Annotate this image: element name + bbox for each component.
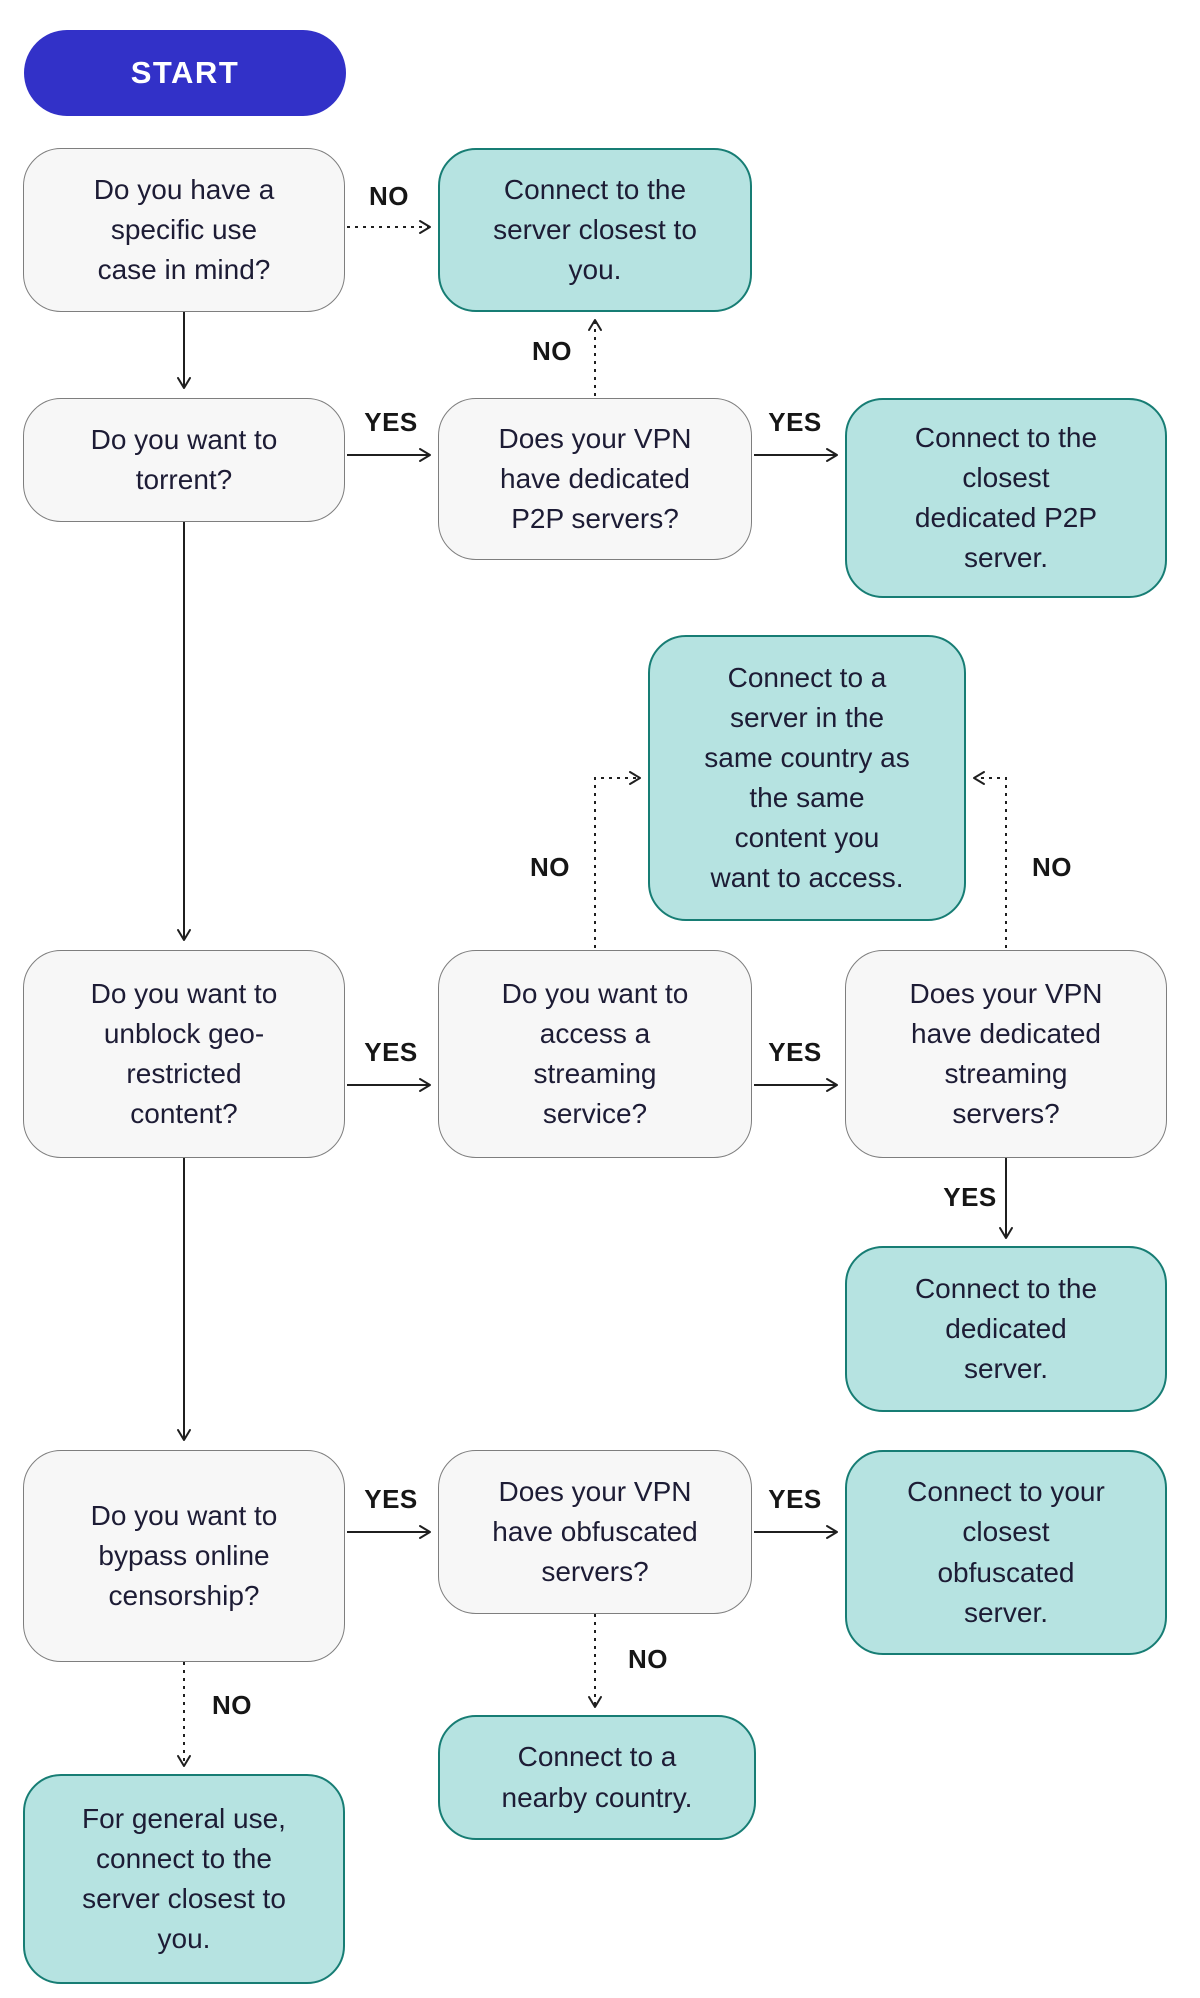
start-node: START	[24, 30, 346, 116]
node-dedicated-streaming-servers: Does your VPN have dedicated streaming s…	[845, 950, 1167, 1158]
node-connect-same-country: Connect to a server in the same country …	[648, 635, 966, 921]
node-connect-closest-obfuscated: Connect to your closest obfuscated serve…	[845, 1450, 1167, 1655]
edge-label-yes: YES	[364, 1484, 418, 1514]
node-access-streaming-service: Do you want to access a streaming servic…	[438, 950, 752, 1158]
node-specific-use-case: Do you have a specific use case in mind?	[23, 148, 345, 312]
edge-label-yes: YES	[768, 1037, 822, 1067]
edge-label-no: NO	[212, 1690, 252, 1720]
edge-label-yes: YES	[364, 407, 418, 437]
node-unblock-geo-restricted: Do you want to unblock geo- restricted c…	[23, 950, 345, 1158]
edge-label-yes: YES	[768, 1484, 822, 1514]
node-connect-closest-p2p: Connect to the closest dedicated P2P ser…	[845, 398, 1167, 598]
node-obfuscated-servers: Does your VPN have obfuscated servers?	[438, 1450, 752, 1614]
node-connect-dedicated-server: Connect to the dedicated server.	[845, 1246, 1167, 1412]
edge-label-yes: YES	[943, 1182, 997, 1212]
node-dedicated-p2p-servers: Does your VPN have dedicated P2P servers…	[438, 398, 752, 560]
node-connect-nearby-country: Connect to a nearby country.	[438, 1715, 756, 1840]
edge-label-no: NO	[1032, 852, 1072, 882]
node-general-use-closest-server: For general use, connect to the server c…	[23, 1774, 345, 1984]
edge-label-yes: YES	[364, 1037, 418, 1067]
edge-label-no: NO	[628, 1644, 668, 1674]
edge-label-no: NO	[369, 181, 409, 211]
node-want-to-torrent: Do you want to torrent?	[23, 398, 345, 522]
edge-label-yes: YES	[768, 407, 822, 437]
edge-label-no: NO	[532, 336, 572, 366]
edge-q6-a3	[973, 771, 1007, 948]
node-bypass-censorship: Do you want to bypass online censorship?	[23, 1450, 345, 1662]
edge-q5-a3	[594, 771, 641, 948]
edge-label-no: NO	[530, 852, 570, 882]
node-connect-closest-server: Connect to the server closest to you.	[438, 148, 752, 312]
